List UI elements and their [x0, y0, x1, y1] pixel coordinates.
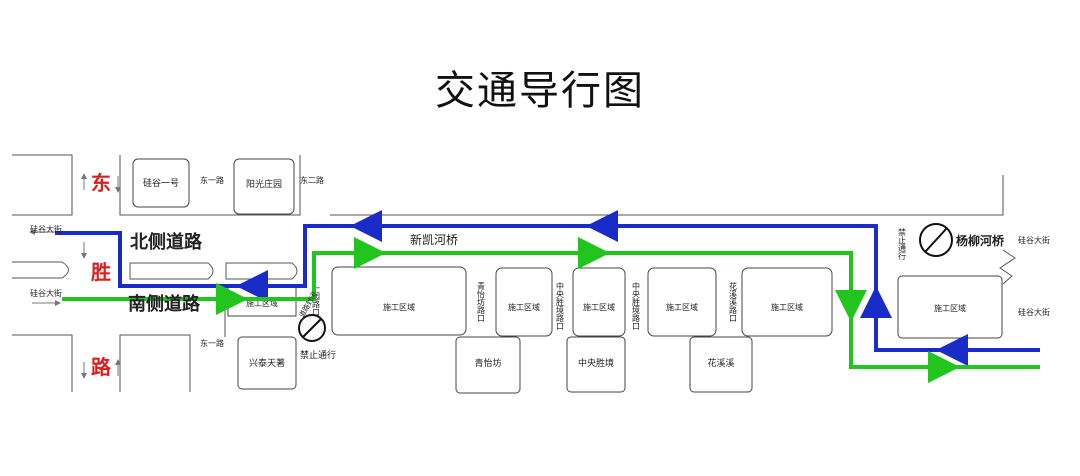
svg-text:施工区域: 施工区域: [508, 302, 540, 312]
dongyi-lower: 东一路: [200, 338, 224, 348]
yangliu-bridge-label: 杨柳河桥: [956, 233, 1005, 248]
block-zhongyang: [566, 336, 626, 393]
block-zhongyang-label: 中央胜境: [578, 357, 614, 369]
dongsheng-label-bottom: 路: [91, 355, 112, 379]
block-guigu-one: [132, 158, 190, 208]
construction-zones: 施工区域 施工区域 施工区域 施工区域 施工区域 施工区域 施工区域: [227, 266, 1003, 339]
no-entry-west-label: 禁止通行: [300, 349, 336, 361]
block-huaxi: [689, 336, 753, 393]
svg-text:施工区域: 施工区域: [771, 302, 803, 312]
block-xingtai: [237, 336, 297, 390]
svg-text:施工区域: 施工区域: [383, 302, 415, 312]
south-side-road-label: 南侧道路: [128, 293, 201, 315]
dongsheng-label-top: 东: [91, 171, 111, 195]
lane-arrows: [29, 173, 121, 379]
block-yangguang: [233, 158, 295, 215]
intersection-huaxi: 花溪溪路口: [729, 281, 738, 322]
intersection-zhongyang: 中央胜境路口: [556, 281, 565, 330]
block-huaxi-label: 花溪溪: [707, 357, 734, 369]
block-guigu-one-label: 硅谷一号: [143, 177, 179, 189]
block-yangguang-label: 阳光庄园: [246, 178, 282, 190]
no-entry-sign-east: 禁止通行: [898, 223, 953, 261]
svg-text:施工区域: 施工区域: [666, 302, 698, 312]
dongsheng-label-mid: 胜: [91, 260, 111, 284]
construction-area-1: [331, 266, 467, 336]
intersection-zhongyang-2: 中央胜境路口: [632, 281, 641, 330]
guigu-right-lower: 硅谷大街: [1018, 307, 1050, 317]
svg-text:施工区域: 施工区域: [934, 303, 966, 313]
construction-area-4: [647, 267, 717, 337]
block-qingyi-label: 青怡坊: [474, 357, 501, 369]
route-north-blue: [55, 210, 1040, 366]
construction-area-5: [741, 267, 833, 337]
svg-text:施工区域: 施工区域: [246, 298, 278, 308]
block-qingyi: [455, 336, 521, 394]
guigu-right-upper: 硅谷大街: [1018, 235, 1050, 245]
svg-text:施工区域: 施工区域: [583, 302, 615, 312]
intersection-qingyi: 青怡坊路口: [477, 281, 486, 322]
construction-area-3: [572, 267, 626, 337]
no-entry-east-label: 禁止通行: [898, 228, 907, 261]
north-side-road-label: 北侧道路: [130, 231, 203, 253]
route-south-green: [62, 237, 1040, 383]
block-xingtai-label: 兴泰天著: [249, 357, 285, 369]
guigu-left-lower: 硅谷大街: [30, 288, 62, 298]
xinkai-bridge-label: 新凯河桥: [410, 232, 458, 247]
donger-label: 东二路: [300, 175, 324, 185]
guigu-left-upper: 硅谷大街: [30, 224, 62, 234]
building-blocks: 硅谷一号 阳光庄园 兴泰天著 青怡坊 中央胜境 花溪溪: [132, 158, 753, 394]
page-title: 交通导行图: [435, 68, 645, 114]
construction-area-2: [495, 267, 553, 337]
road-labels: 东 胜 路 北侧道路 南侧道路 新凯河桥 杨柳河桥 硅谷大街 硅谷大街 硅谷大街…: [30, 171, 1050, 379]
dongyi-upper: 东一路: [200, 175, 224, 185]
